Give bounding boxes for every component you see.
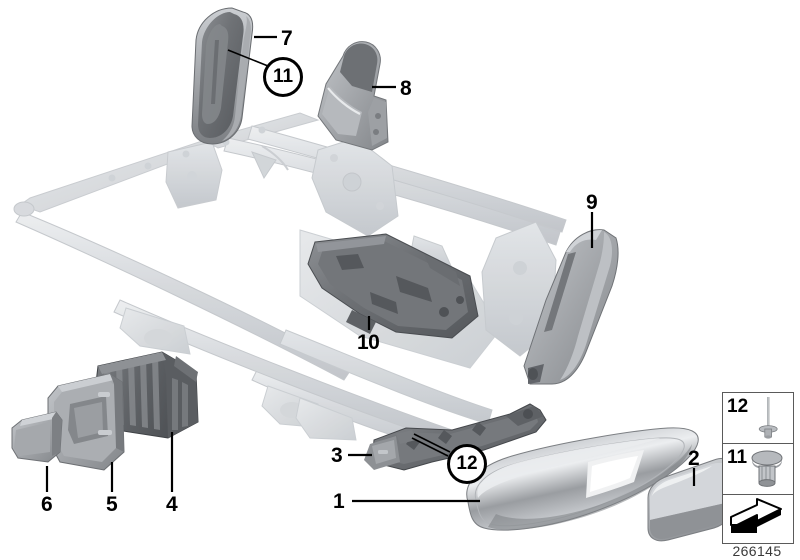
part-3-trim-carrier-rail xyxy=(364,403,547,471)
part-7-backrest-side-trim xyxy=(191,7,254,145)
assembly-arrow-icon xyxy=(730,498,782,533)
callout-6: 6 xyxy=(41,493,53,516)
callout-1: 1 xyxy=(333,490,345,513)
part-9-seat-side-panel-rear xyxy=(523,229,619,385)
callout-10: 10 xyxy=(357,331,380,354)
part-2-trim-end-cap xyxy=(647,457,735,542)
diagram-part-number: 266145 xyxy=(732,543,782,559)
legend-row-11: 11 xyxy=(723,444,793,495)
long-screw-icon xyxy=(758,397,778,439)
legend-box: 12 11 xyxy=(722,392,794,544)
part-10-seat-pan-reinforcement-plate xyxy=(307,233,479,339)
callout-2: 2 xyxy=(688,447,700,470)
legend-row-12: 12 xyxy=(723,393,793,444)
callout-9: 9 xyxy=(586,191,598,214)
callout-8: 8 xyxy=(400,77,412,100)
callout-4: 4 xyxy=(166,493,178,516)
callout-3: 3 xyxy=(331,444,343,467)
part-8-hinge-cover-panel xyxy=(317,41,389,151)
callout-5: 5 xyxy=(106,493,118,516)
push-plug-icon xyxy=(751,450,783,487)
legend-number-11: 11 xyxy=(727,447,748,468)
part-5-seat-switch-housing xyxy=(47,373,125,471)
part-6-switch-cover-strip xyxy=(11,411,63,463)
callout-11-label: 11 xyxy=(272,66,294,87)
callout-12-label: 12 xyxy=(456,453,478,474)
callout-11-circled: 11 xyxy=(263,57,303,97)
callout-7: 7 xyxy=(281,27,293,50)
legend-number-12: 12 xyxy=(727,396,749,417)
callout-12-circled: 12 xyxy=(447,444,487,484)
legend-row-arrow xyxy=(723,495,793,545)
